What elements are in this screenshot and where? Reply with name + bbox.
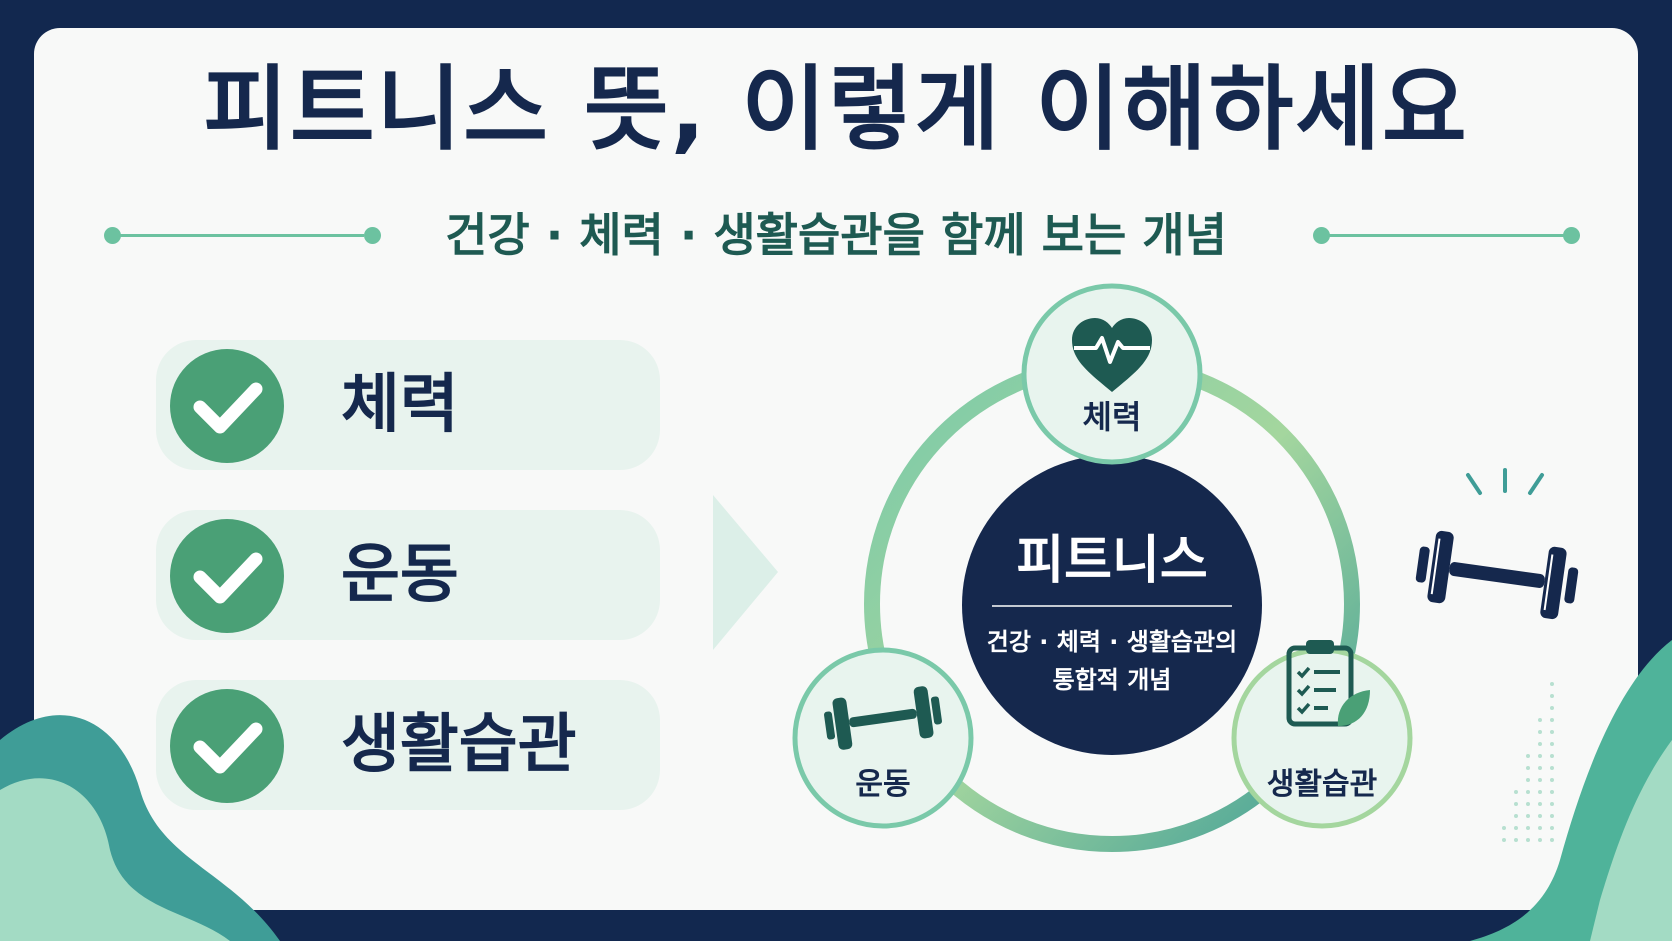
- center-circle: [962, 455, 1262, 755]
- checklist-label: 체력: [341, 368, 459, 442]
- checklist-label: 운동: [341, 538, 459, 612]
- center-title: 피트니스: [1016, 531, 1207, 591]
- node-label: 생활습관: [1267, 767, 1377, 802]
- heart-pulse-icon: [1072, 318, 1152, 392]
- subtitle-row: 건강 · 체력 · 생활습관을 함께 보는 개념: [0, 205, 1672, 265]
- node-label: 운동: [855, 767, 910, 802]
- subtitle-line-right: [1322, 234, 1572, 237]
- checkmark-icon: [170, 689, 284, 803]
- checkmark-icon: [170, 519, 284, 633]
- node-label: 체력: [1083, 398, 1142, 436]
- checkmark-icon: [170, 349, 284, 463]
- subtitle: 건강 · 체력 · 생활습관을 함께 보는 개념: [445, 208, 1227, 262]
- checklist-item-exercise: 운동: [156, 510, 660, 640]
- center-description-line1: 건강 · 체력 · 생활습관의: [987, 628, 1237, 656]
- clipboard-leaf-icon: [1286, 640, 1370, 727]
- dumbbell-icon: [824, 686, 942, 750]
- subtitle-dot-right-outer: [1563, 227, 1580, 244]
- center-description-line2: 통합적 개념: [1053, 666, 1172, 694]
- subtitle-dot-right-inner: [1313, 227, 1330, 244]
- checklist-item-fitness: 체력: [156, 340, 660, 470]
- dots-decoration-right: [1470, 640, 1672, 941]
- node-fitness: 체력: [1021, 283, 1203, 465]
- subtitle-dot-left-inner: [364, 227, 381, 244]
- page-title: 피트니스 뜻, 이렇게 이해하세요: [203, 56, 1469, 163]
- wave-decoration-left: [0, 715, 280, 941]
- checklist-label: 생활습관: [341, 708, 577, 782]
- checklist-item-habits: 생활습관: [156, 680, 660, 810]
- node-exercise: 운동: [792, 647, 974, 829]
- arrow-right-icon: [713, 495, 778, 650]
- subtitle-line-left: [112, 234, 364, 237]
- fitness-cycle-diagram: 피트니스 건강 · 체력 · 생활습관의 통합적 개념 체력: [792, 283, 1413, 852]
- dumbbell-icon: [1415, 468, 1579, 620]
- node-habits: 생활습관: [1231, 640, 1413, 829]
